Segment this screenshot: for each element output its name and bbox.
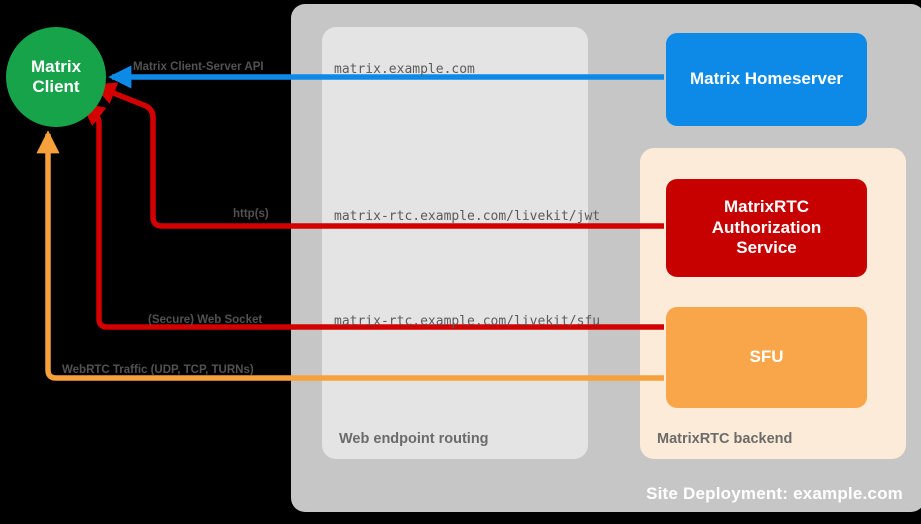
- web-endpoint-routing-label: Web endpoint routing: [339, 431, 489, 447]
- url-label-matrix-example-com: matrix.example.com: [334, 62, 475, 77]
- matrixrtc-backend-label: MatrixRTC backend: [657, 431, 793, 447]
- edge-label-webrtc-traffic: WebRTC Traffic (UDP, TCP, TURNs): [62, 364, 254, 376]
- edge-label-https: http(s): [233, 208, 269, 220]
- site-deployment-label: Site Deployment: example.com: [646, 484, 903, 503]
- node-matrix-client[interactable]: Matrix Client: [6, 27, 106, 127]
- url-label-livekit-sfu: matrix-rtc.example.com/livekit/sfu: [334, 314, 601, 329]
- node-matrixrtc-auth-label-line1: MatrixRTC: [723, 197, 809, 217]
- node-sfu[interactable]: SFU: [666, 307, 867, 408]
- node-sfu-label: SFU: [749, 347, 784, 367]
- web-endpoint-routing-panel: Web endpoint routing: [322, 27, 588, 459]
- node-matrixrtc-auth-label-line3: Service: [736, 238, 797, 258]
- node-matrix-client-label-line1: Matrix: [30, 56, 82, 76]
- node-matrix-homeserver[interactable]: Matrix Homeserver: [666, 33, 867, 126]
- edge-label-matrix-client-server-api: Matrix Client-Server API: [133, 61, 264, 73]
- node-matrix-homeserver-label: Matrix Homeserver: [689, 69, 844, 89]
- node-matrix-client-label-line2: Client: [32, 77, 80, 96]
- edge-label-secure-web-socket: (Secure) Web Socket: [148, 314, 263, 326]
- url-label-livekit-jwt: matrix-rtc.example.com/livekit/jwt: [334, 209, 601, 224]
- node-matrixrtc-authorization-service[interactable]: MatrixRTC Authorization Service: [666, 179, 867, 277]
- node-matrixrtc-auth-label-line2: Authorization: [711, 217, 822, 237]
